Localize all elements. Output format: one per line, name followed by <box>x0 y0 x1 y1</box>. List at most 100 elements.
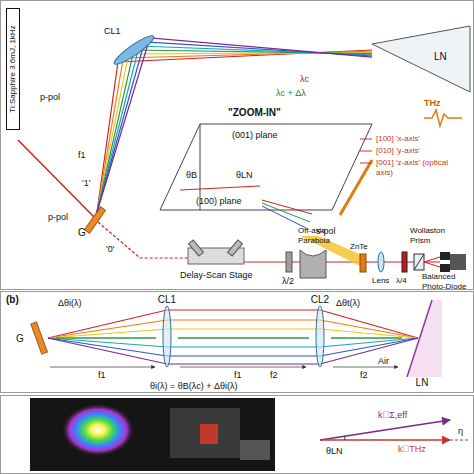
lens-outline <box>316 306 324 367</box>
interface-line <box>407 300 432 377</box>
label: k⃗THz <box>398 444 426 454</box>
beam-connector <box>178 337 309 338</box>
label: λc + Δλ <box>276 88 306 98</box>
quarter-wave-plate <box>402 252 407 272</box>
balanced-photodiode <box>440 264 450 272</box>
znte-crystal <box>360 254 366 272</box>
interface-node: LN <box>402 298 442 388</box>
label: k⃗Σ,eff <box>378 410 407 420</box>
label: p-pol <box>48 212 68 222</box>
panel-frames <box>1 1 474 290</box>
reference-beam <box>98 222 440 262</box>
label: θi(λ) = θB(λc) + Δθi(λ) <box>150 381 238 391</box>
diffracted-fan <box>97 38 372 212</box>
label: Delay-Scan Stage <box>180 270 253 280</box>
grating <box>85 207 106 233</box>
label: Δθt(λ) <box>336 298 360 308</box>
setup-photo <box>170 408 240 458</box>
zoom-in-crystal <box>160 124 372 228</box>
label: p-pol <box>40 92 60 102</box>
label: G <box>78 228 86 238</box>
label: Balanced Photo-Diode <box>422 272 470 292</box>
axis-pointers <box>360 163 372 164</box>
setup-photo <box>200 424 218 444</box>
panel-frames <box>1 292 474 393</box>
lens-symbol <box>309 305 331 368</box>
pump-beam <box>18 140 95 218</box>
focusing-beams <box>48 310 418 364</box>
delay-stage <box>188 240 244 264</box>
interface-symbol <box>402 300 442 377</box>
label: (100) plane <box>196 196 242 206</box>
label: "ZOOM-IN" <box>228 108 281 118</box>
zoom-in-crystal <box>160 124 372 210</box>
focusing-beams <box>48 320 418 338</box>
wavevector-diagram <box>320 439 450 441</box>
label: [001] 'z-axis' (optical axis) <box>376 158 466 178</box>
setup-photo <box>62 404 134 456</box>
axis-pointers <box>360 151 372 152</box>
wollaston-prism <box>414 254 424 270</box>
label: θLN <box>236 170 253 180</box>
focusing-beams <box>48 338 418 347</box>
setup-photo <box>30 398 275 471</box>
label: ZnTe <box>350 242 368 252</box>
ln-prism <box>372 26 470 92</box>
balanced-photodiode <box>450 254 466 270</box>
grating-symbol <box>24 320 54 356</box>
component-label: LN <box>416 377 429 388</box>
component-label: CL2 <box>311 294 329 305</box>
wollaston-prism <box>414 254 424 270</box>
wavevector-diagram <box>320 420 470 440</box>
setup-photo <box>30 398 275 471</box>
lens-outline <box>163 306 171 367</box>
half-wave-plate <box>286 252 292 272</box>
balanced-photodiode <box>440 252 450 260</box>
label: [010] 'y-axis' <box>376 146 420 156</box>
cylindrical-lens-cl1 <box>111 32 156 68</box>
component-label: CL1 <box>158 294 176 305</box>
off-axis-parabola <box>300 250 326 278</box>
cylindrical-lens-cl1 <box>111 32 156 68</box>
lens-node: CL1 <box>156 294 178 370</box>
lens <box>378 252 384 272</box>
label: η <box>458 426 463 436</box>
wavevector-diagram <box>450 440 470 441</box>
focal-length-arrows <box>50 367 398 368</box>
setup-photo <box>240 440 270 460</box>
diffracted-fan <box>97 38 372 212</box>
lens-symbol <box>156 305 178 368</box>
label: (001) plane <box>232 130 278 140</box>
diffracted-fan <box>97 46 372 212</box>
lens-node: CL2 <box>309 294 331 370</box>
focal-length-arrows <box>333 367 398 368</box>
label: CL1 <box>104 26 121 36</box>
label: (b) <box>6 295 19 305</box>
wollaston-prism <box>414 254 424 270</box>
label: '0' <box>106 244 114 254</box>
label: f2 <box>360 370 368 380</box>
zoom-in-crystal <box>180 186 260 190</box>
pump-beam <box>18 140 95 218</box>
lens <box>378 252 384 272</box>
label: λ/4 <box>396 276 407 286</box>
thz-waveform <box>424 110 462 126</box>
zoom-in-crystal <box>262 200 312 214</box>
label: f1 <box>98 370 106 380</box>
zoom-in-crystal <box>340 160 372 215</box>
label: LN <box>434 52 447 62</box>
label: Air <box>378 356 389 366</box>
label: [100] 'x-axis' <box>376 134 420 144</box>
crystal-region <box>407 300 442 377</box>
zoom-in-crystal <box>262 203 310 222</box>
label: Ti:Sapphire 3.6mJ, 1kHz <box>6 8 20 130</box>
delay-stage <box>189 240 204 256</box>
balanced-photodiode <box>440 252 466 272</box>
reference-beam <box>98 222 190 258</box>
label: f1 <box>78 150 86 160</box>
split-beams <box>424 257 440 267</box>
label: Off-axis Parabola <box>298 226 344 246</box>
label: λc <box>300 74 309 84</box>
